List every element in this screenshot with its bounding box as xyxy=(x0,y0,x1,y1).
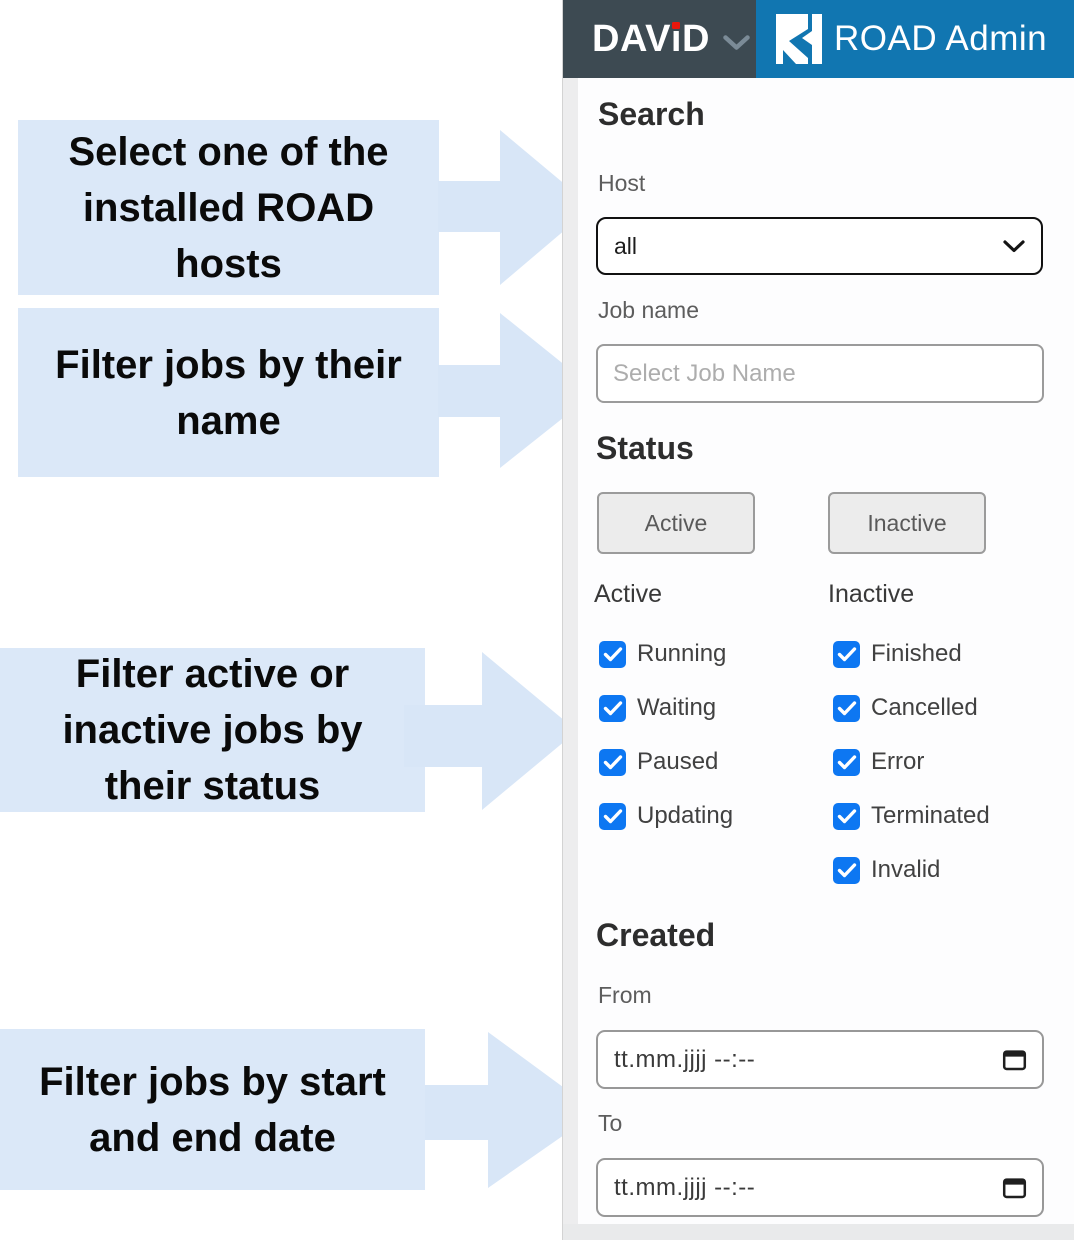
checkbox-row-paused: Paused xyxy=(599,745,718,779)
panel-left-gutter xyxy=(563,78,578,1240)
callout-filter-status: Filter active or inactive jobs by their … xyxy=(0,648,425,812)
road-logo-icon xyxy=(776,14,822,64)
app-title: ROAD Admin xyxy=(834,19,1048,58)
checkbox-label: Finished xyxy=(871,640,962,667)
host-select-value: all xyxy=(614,232,638,259)
created-title: Created xyxy=(596,917,716,953)
app-title-bar: ROAD Admin xyxy=(756,0,1074,78)
active-column-label: Active xyxy=(594,580,663,608)
status-title: Status xyxy=(596,430,694,466)
checkbox-row-cancelled: Cancelled xyxy=(833,691,978,725)
host-select[interactable]: all xyxy=(596,217,1043,275)
to-label: To xyxy=(598,1110,623,1136)
checkbox-label: Paused xyxy=(637,748,719,775)
checkbox-waiting[interactable] xyxy=(599,694,626,722)
checkbox-label: Running xyxy=(637,640,727,667)
checkbox-finished[interactable] xyxy=(833,640,860,668)
inactive-button[interactable]: Inactive xyxy=(828,492,986,554)
checkbox-paused[interactable] xyxy=(599,748,626,776)
to-date-placeholder: tt.mm.jjjj --:-- xyxy=(614,1173,756,1201)
checkbox-row-invalid: Invalid xyxy=(833,853,940,887)
from-label: From xyxy=(598,982,652,1008)
active-button[interactable]: Active xyxy=(597,492,755,554)
checkbox-running[interactable] xyxy=(599,640,626,668)
checkbox-row-waiting: Waiting xyxy=(599,691,716,725)
from-date-input[interactable]: tt.mm.jjjj --:-- xyxy=(596,1030,1044,1089)
job-name-label: Job name xyxy=(598,297,700,323)
brand-text: DAV xyxy=(592,17,671,60)
checkbox-error[interactable] xyxy=(833,748,860,776)
callout-filter-dates: Filter jobs by start and end date xyxy=(0,1029,425,1190)
chevron-down-icon[interactable] xyxy=(723,35,750,51)
brand-i-letter: ı xyxy=(670,17,682,60)
callout-select-host: Select one of the installed ROAD hosts xyxy=(18,120,439,295)
checkbox-cancelled[interactable] xyxy=(833,694,860,722)
panel-bottom-strip xyxy=(563,1224,1074,1240)
checkbox-row-finished: Finished xyxy=(833,637,962,671)
arrow-to-status xyxy=(404,652,577,810)
search-title: Search xyxy=(598,96,705,132)
brand-i-dot xyxy=(672,21,680,29)
to-date-input[interactable]: tt.mm.jjjj --:-- xyxy=(596,1158,1044,1217)
checkbox-row-terminated: Terminated xyxy=(833,799,990,833)
checkbox-label: Waiting xyxy=(637,694,717,721)
checkbox-label: Error xyxy=(871,748,925,775)
checkbox-terminated[interactable] xyxy=(833,802,860,830)
checkbox-label: Invalid xyxy=(871,856,941,883)
checkbox-row-updating: Updating xyxy=(599,799,733,833)
calendar-icon[interactable] xyxy=(1001,1046,1028,1073)
checkbox-label: Terminated xyxy=(871,802,990,829)
checkbox-label: Cancelled xyxy=(871,694,978,721)
brand-text-end: D xyxy=(681,17,710,60)
checkbox-label: Updating xyxy=(637,802,734,829)
from-date-placeholder: tt.mm.jjjj --:-- xyxy=(614,1045,756,1073)
checkbox-row-running: Running xyxy=(599,637,726,671)
checkbox-invalid[interactable] xyxy=(833,856,860,884)
checkbox-updating[interactable] xyxy=(599,802,626,830)
callout-filter-name: Filter jobs by their name xyxy=(18,308,439,477)
host-label: Host xyxy=(598,170,646,196)
checkbox-row-error: Error xyxy=(833,745,924,779)
select-chevron-icon xyxy=(1003,239,1025,252)
inactive-column-label: Inactive xyxy=(828,580,915,608)
job-name-placeholder: Select Job Name xyxy=(613,359,796,387)
job-name-input[interactable]: Select Job Name xyxy=(596,344,1044,403)
calendar-icon[interactable] xyxy=(1001,1174,1028,1201)
